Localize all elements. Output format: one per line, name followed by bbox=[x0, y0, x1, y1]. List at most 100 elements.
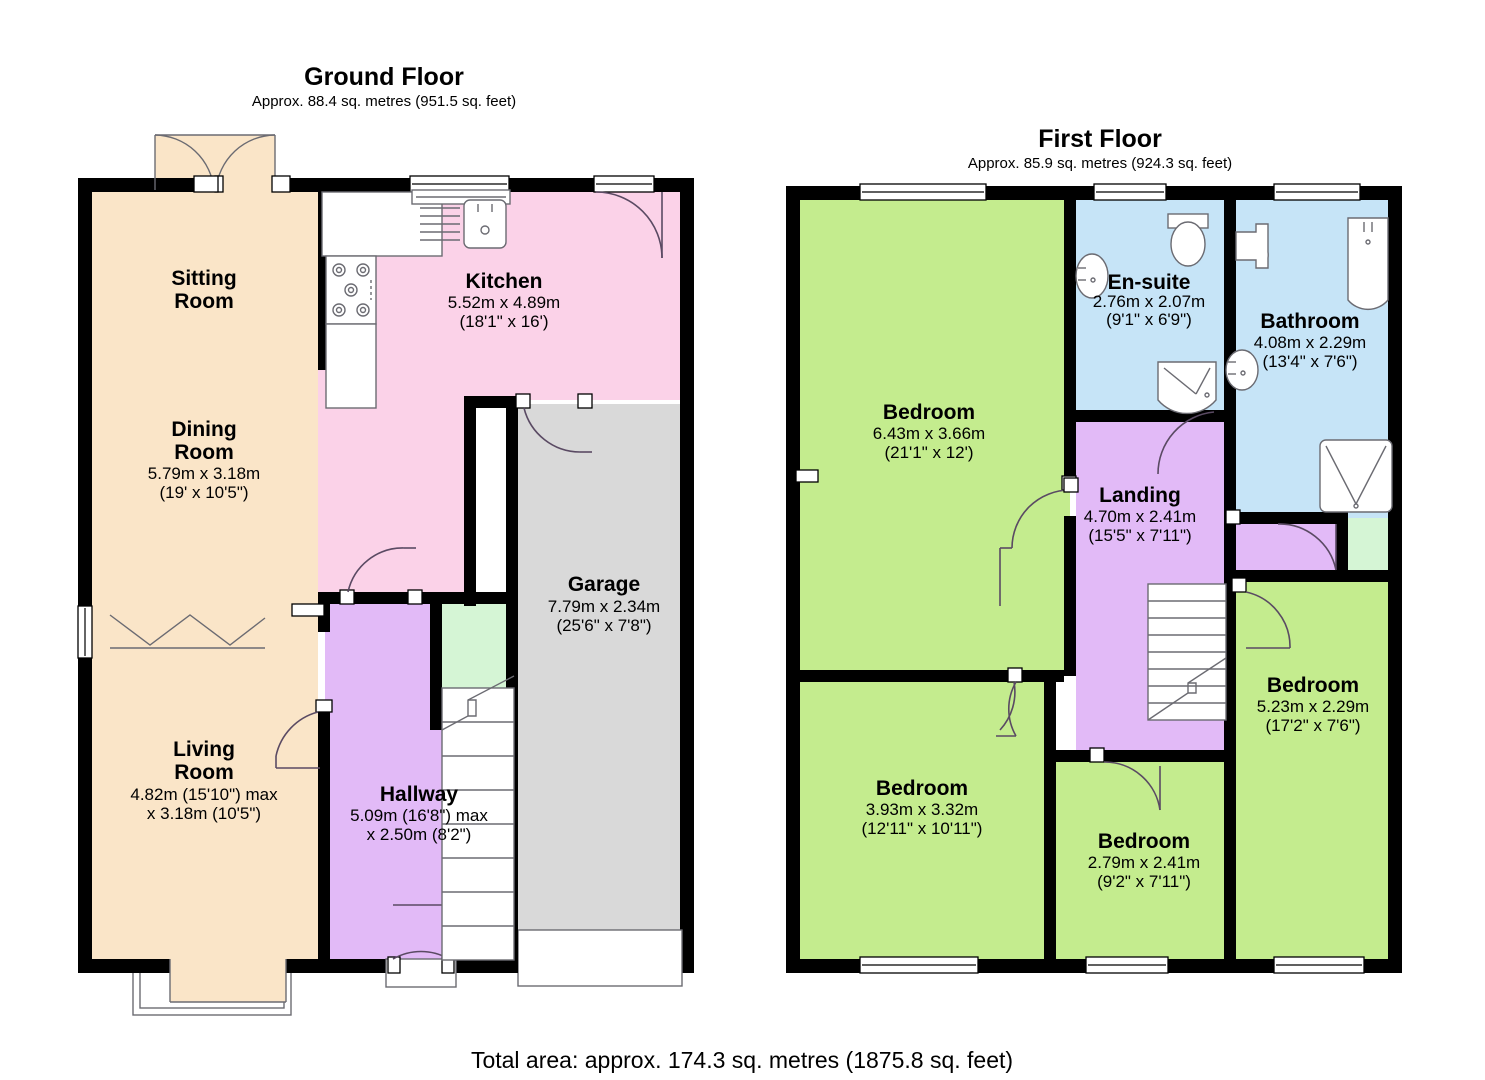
wall-ground-right bbox=[680, 178, 694, 973]
room-name-bathroom: Bathroom bbox=[1260, 310, 1359, 333]
sink-icon bbox=[420, 199, 507, 249]
room-dim-landing-ft: (15'5" x 7'11") bbox=[1088, 526, 1191, 545]
room-dim-bed2-m: 3.93m x 3.32m bbox=[866, 800, 978, 819]
wall-kitchen-garage bbox=[464, 396, 476, 606]
room-dim-bathroom-ft: (13'4" x 7'6") bbox=[1262, 352, 1357, 371]
room-dim-hallway-m: 5.09m (16'8") max bbox=[350, 806, 488, 825]
door-bathroom bbox=[1225, 509, 1337, 571]
kitchen-unit-lower bbox=[325, 323, 377, 409]
room-name-bed4: Bedroom bbox=[1267, 674, 1359, 697]
staircase-first bbox=[1147, 583, 1227, 721]
room-dim-garage-ft: (25'6" x 7'8") bbox=[556, 616, 651, 635]
room-fill-front-recess bbox=[155, 135, 275, 190]
basin-ensuite-icon bbox=[1075, 253, 1109, 299]
room-label-kitchen: Kitchen 5.52m x 4.89m (18'1" x 16') bbox=[448, 270, 560, 331]
window-first-top-2 bbox=[1093, 183, 1167, 201]
room-label-living: Living Room 4.82m (15'10") max x 3.18m (… bbox=[130, 738, 278, 823]
wall-bed1-right-lower bbox=[1064, 516, 1076, 676]
wall-landing-right bbox=[1224, 582, 1236, 973]
wall-landing-top-right bbox=[1224, 512, 1342, 524]
room-label-landing: Landing 4.70m x 2.41m (15'5" x 7'11") bbox=[1084, 484, 1196, 545]
room-fill-kitchen-right bbox=[512, 188, 683, 400]
wall-ground-top-right1 bbox=[508, 178, 596, 192]
room-dim-bed4-m: 5.23m x 2.29m bbox=[1257, 697, 1369, 716]
room-dim-bed1-m: 6.43m x 3.66m bbox=[873, 424, 985, 443]
room-dim-bed1-ft: (21'1" x 12') bbox=[884, 443, 973, 462]
room-dim-bathroom-m: 4.08m x 2.29m bbox=[1254, 333, 1366, 352]
window-first-top-1 bbox=[859, 183, 987, 201]
wall-ground-top-mid bbox=[273, 178, 410, 192]
room-name-dining-1: Dining bbox=[171, 418, 236, 441]
room-label-bathroom: Bathroom 4.08m x 2.29m (13'4" x 7'6") bbox=[1254, 310, 1366, 371]
room-name-living-2: Room bbox=[174, 761, 234, 784]
wall-bed1-right-upper bbox=[1064, 198, 1076, 476]
room-dim-landing-m: 4.70m x 2.41m bbox=[1084, 507, 1196, 526]
room-dim-bed4-ft: (17'2" x 7'6") bbox=[1265, 716, 1360, 735]
wall-landing-nook bbox=[1336, 512, 1348, 582]
kitchen-counter-sink bbox=[321, 189, 511, 257]
room-label-garage: Garage 7.79m x 2.34m (25'6" x 7'8") bbox=[548, 573, 660, 635]
window-left-bay bbox=[77, 605, 93, 659]
wall-understairs-left bbox=[430, 592, 442, 730]
toilet-bathroom-icon bbox=[1235, 223, 1269, 269]
wall-garage-topleft bbox=[468, 396, 516, 408]
wall-first-top-d bbox=[1358, 186, 1402, 200]
room-label-bed3: Bedroom 2.79m x 2.41m (9'2" x 7'11") bbox=[1088, 830, 1200, 891]
room-fill-bed1 bbox=[798, 198, 1070, 676]
window-first-bot-3 bbox=[1273, 956, 1365, 974]
room-fill-sitting-dining-living bbox=[90, 165, 318, 1000]
wall-ensuite-bottom bbox=[1076, 410, 1224, 422]
room-name-hallway: Hallway bbox=[380, 783, 459, 806]
door-kitchen-rear bbox=[595, 191, 663, 259]
room-dim-dining-m: 5.79m x 3.18m bbox=[148, 464, 260, 483]
wall-first-left bbox=[786, 186, 800, 973]
window-first-bot-2 bbox=[1085, 956, 1169, 974]
opening-bed1-left bbox=[795, 469, 819, 483]
total-area-text: Total area: approx. 174.3 sq. metres (18… bbox=[471, 1047, 1013, 1073]
first-floor-title: First Floor bbox=[1038, 125, 1162, 153]
wall-first-top-a bbox=[786, 186, 862, 200]
room-dim-kitchen-m: 5.52m x 4.89m bbox=[448, 293, 560, 312]
front-door-hallway bbox=[332, 904, 516, 988]
room-label-bed1: Bedroom 6.43m x 3.66m (21'1" x 12') bbox=[873, 401, 985, 462]
wall-ground-top-left bbox=[78, 178, 220, 192]
wall-first-bot-c bbox=[1166, 959, 1276, 973]
room-name-bed2: Bedroom bbox=[876, 777, 968, 800]
hob-icon bbox=[325, 255, 377, 325]
wall-understairs-top bbox=[438, 592, 518, 604]
wall-bed2-bed3 bbox=[1044, 762, 1056, 973]
room-label-bed2: Bedroom 3.93m x 3.32m (12'11" x 10'11") bbox=[862, 777, 983, 838]
room-name-sitting-2: Room bbox=[174, 290, 234, 313]
ground-floor-plan: Sitting Room Dining Room 5.79m x 3.18m (… bbox=[77, 134, 694, 1016]
room-label-hallway: Hallway 5.09m (16'8") max x 2.50m (8'2") bbox=[350, 783, 488, 844]
ground-floor-area: Approx. 88.4 sq. metres (951.5 sq. feet) bbox=[252, 93, 516, 110]
wall-first-bot-d bbox=[1362, 959, 1402, 973]
door-bed2-landing bbox=[996, 667, 1023, 737]
room-name-dining-2: Room bbox=[174, 441, 234, 464]
bay-window-bottom bbox=[78, 959, 332, 1016]
wall-first-bot-b bbox=[976, 959, 1088, 973]
wall-bed1-bottom bbox=[798, 670, 1064, 682]
ground-floor-title: Ground Floor bbox=[304, 63, 464, 91]
room-fill-bed4 bbox=[1236, 578, 1402, 965]
wall-first-bot-a bbox=[786, 959, 862, 973]
room-dim-dining-ft: (19' x 10'5") bbox=[159, 483, 248, 502]
door-bed1-landing bbox=[999, 489, 1071, 606]
room-dim-bed3-ft: (9'2" x 7'11") bbox=[1097, 872, 1191, 891]
door-bed3-landing bbox=[1089, 747, 1161, 811]
room-name-bed1: Bedroom bbox=[883, 401, 975, 424]
first-floor-area: Approx. 85.9 sq. metres (924.3 sq. feet) bbox=[968, 155, 1232, 172]
door-living-hall bbox=[275, 699, 333, 769]
room-fill-garage bbox=[516, 404, 692, 965]
room-name-kitchen: Kitchen bbox=[465, 270, 542, 293]
room-fill-bed3 bbox=[1050, 762, 1230, 965]
room-dim-garage-m: 7.79m x 2.34m bbox=[548, 597, 660, 616]
room-name-sitting: Sitting bbox=[171, 267, 236, 290]
double-door-front bbox=[154, 134, 291, 193]
window-first-bot-1 bbox=[859, 956, 979, 974]
bay-chevron bbox=[109, 614, 266, 646]
door-ensuite bbox=[1063, 411, 1215, 493]
door-kitchen-hall bbox=[339, 547, 423, 605]
